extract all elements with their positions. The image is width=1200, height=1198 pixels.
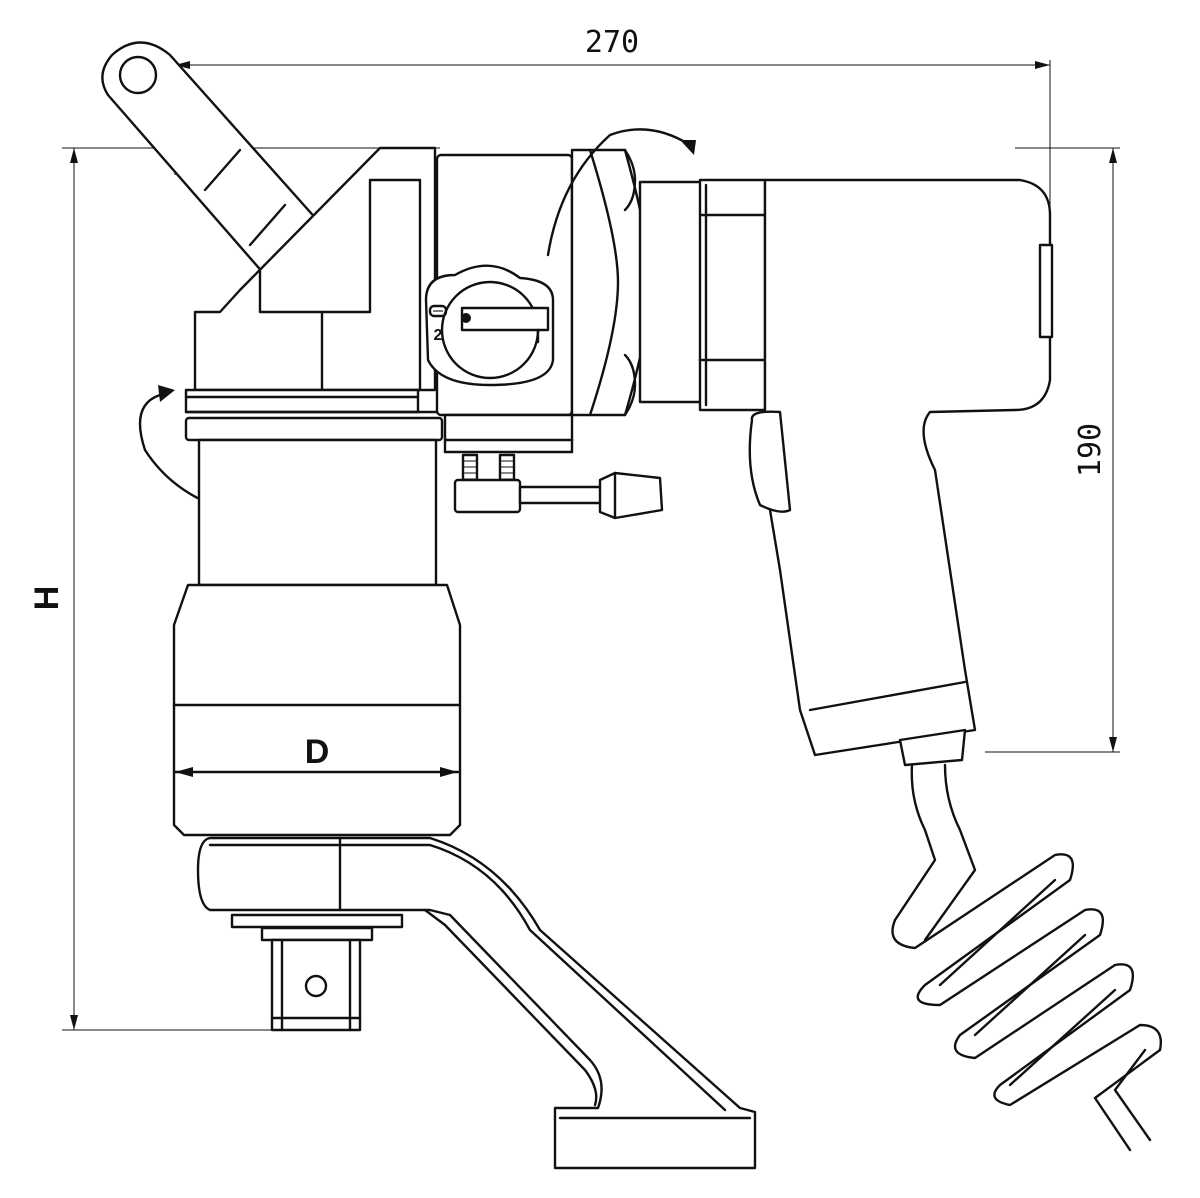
gear-case: D (172, 438, 462, 837)
direction-selector[interactable]: 2 (424, 264, 555, 387)
adjustment-screws (453, 453, 664, 520)
coiled-air-hose (891, 763, 1162, 1152)
square-drive (260, 926, 374, 1032)
h-dimension-label: H (28, 586, 66, 611)
width-dimension-label: 270 (585, 25, 639, 60)
selector-mode-number: 2 (434, 327, 443, 344)
height-dimension-label: 190 (1073, 423, 1108, 477)
dimension-width: 270 (174, 25, 1051, 340)
pistol-grip (748, 178, 1054, 767)
gearbox-head (184, 146, 444, 442)
rotation-arrow-top (546, 128, 696, 257)
d-dimension-label: D (305, 733, 330, 771)
reaction-arm (196, 836, 757, 1170)
dimension-height-right: 190 (985, 147, 1120, 753)
